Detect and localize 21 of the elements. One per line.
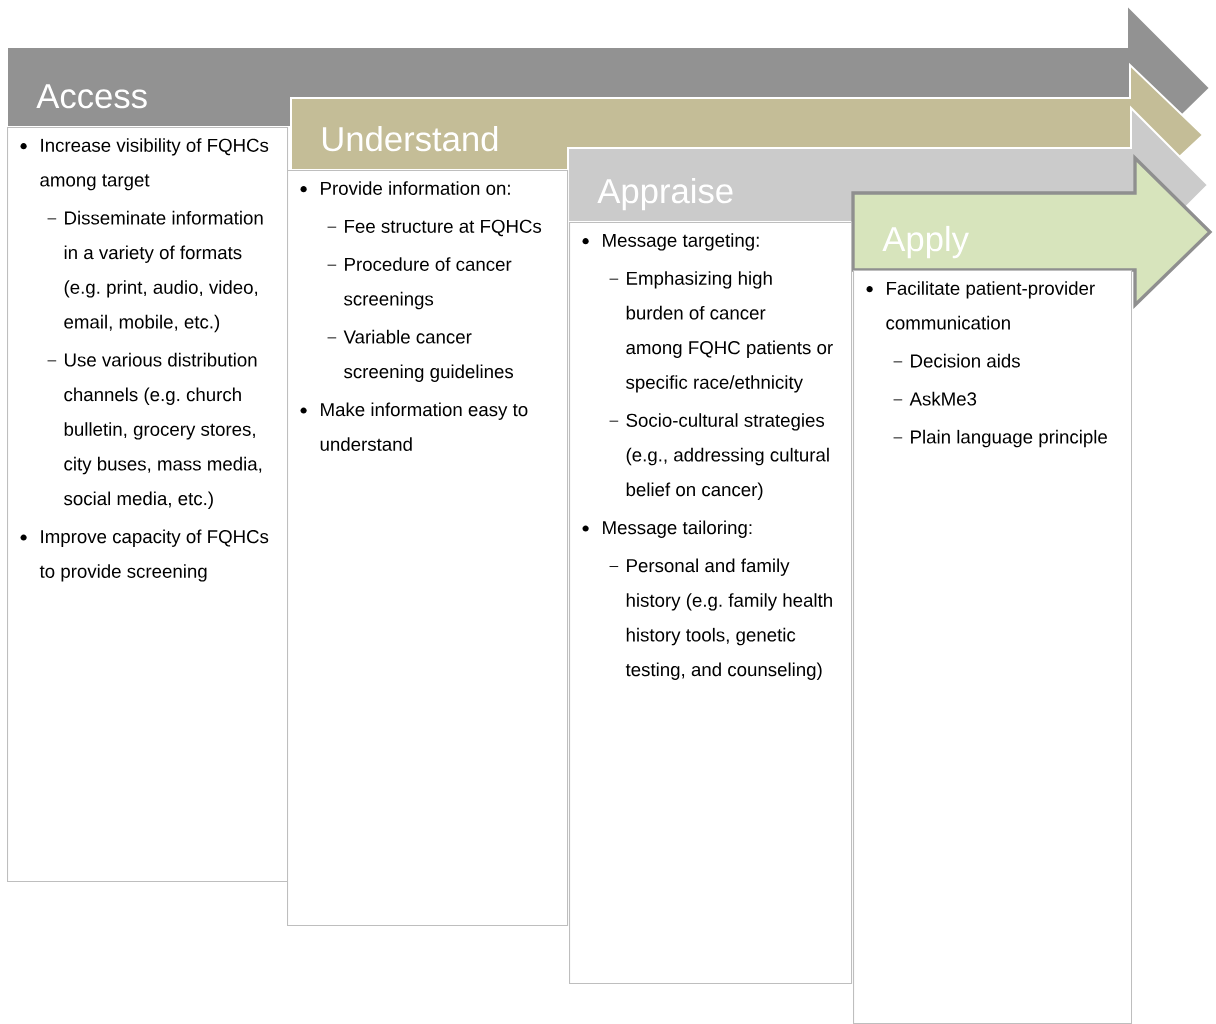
sub-bullet-item: Procedure of cancer screenings: [327, 257, 512, 310]
bullet-item: Improve capacity of FQHCs to provide screening: [20, 529, 269, 582]
bullet-item: Make information easy to understand: [300, 402, 528, 451]
bullet-item: Message tailoring:: [582, 520, 752, 538]
stage-heading: Understand: [322, 125, 498, 152]
sub-bullet-item: Emphasizing high burden of cancer among FQHC patients or specific race/ethnicity: [609, 271, 833, 393]
sub-bullet-item: Decision aids: [893, 353, 1020, 368]
bullet-item: Facilitate patient-provider communication: [866, 281, 1095, 330]
sub-bullet-item: Disseminate information in a variety of formats (e.g. print, audio, video, email, mobile, etc.): [47, 210, 263, 333]
sub-bullet-item: Variable cancer screening guidelines: [327, 329, 514, 382]
stage-heading: Access: [36, 84, 147, 109]
sub-bullet-item: Fee structure at FQHCs: [327, 219, 542, 237]
bullet-item: Increase visibility of FQHCs among target: [20, 138, 269, 191]
sub-bullet-item: Socio-cultural strategies (e.g., addressing cultural belief on cancer): [609, 413, 829, 500]
bullet-item: Provide information on:: [300, 181, 510, 195]
sub-bullet-item: AskMe3: [893, 391, 977, 406]
stage-heading: Apply: [882, 225, 969, 259]
bullet-item: Message targeting:: [582, 233, 759, 251]
sub-bullet-item: Use various distribution channels (e.g. church bulletin, grocery stores, city buses, mass media, social media, etc.): [47, 352, 262, 509]
sub-bullet-item: Personal and family history (e.g. family health history tools, genetic testing, and counseling): [609, 558, 832, 680]
sub-bullet-item: Plain language principle: [893, 429, 1107, 448]
